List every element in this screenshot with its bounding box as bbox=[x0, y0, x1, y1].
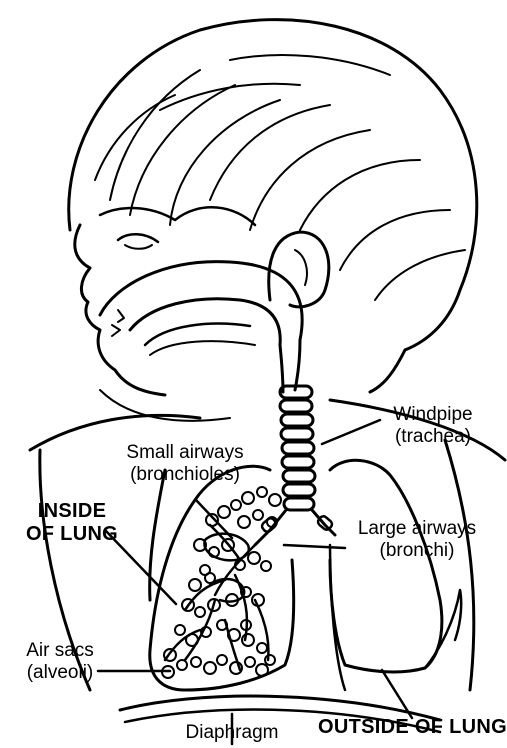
large-airways-label: Large airways (bronchi) bbox=[342, 518, 492, 562]
large-airways-label-line2: (bronchi) bbox=[342, 540, 492, 562]
right-lung-outside bbox=[330, 460, 461, 690]
air-sacs-label-line1: Air sacs bbox=[12, 640, 108, 662]
diaphragm-label: Diaphragm bbox=[172, 722, 292, 744]
inside-of-lung-label-line1: INSIDE bbox=[12, 500, 132, 523]
windpipe-label-line2: (trachea) bbox=[378, 426, 488, 448]
left-lung-inside bbox=[150, 466, 294, 690]
air-sacs-label-line2: (alveoli) bbox=[12, 662, 108, 684]
small-airways-label-line1: Small airways bbox=[80, 442, 290, 464]
air-sacs-label: Air sacs (alveoli) bbox=[12, 640, 108, 684]
inside-of-lung-label: INSIDE OF LUNG bbox=[12, 500, 132, 546]
child-head bbox=[30, 20, 505, 460]
small-airways-label-line2: (bronchioles) bbox=[80, 464, 290, 486]
outside-of-lung-label: OUTSIDE OF LUNG bbox=[318, 716, 503, 739]
large-airways-label-line1: Large airways bbox=[342, 518, 492, 540]
small-airways-label: Small airways (bronchioles) bbox=[80, 442, 290, 486]
airway-cavity bbox=[100, 262, 302, 392]
windpipe-label-line1: Windpipe bbox=[378, 404, 488, 426]
windpipe-label: Windpipe (trachea) bbox=[378, 404, 488, 448]
inside-of-lung-label-line2: OF LUNG bbox=[12, 523, 132, 546]
